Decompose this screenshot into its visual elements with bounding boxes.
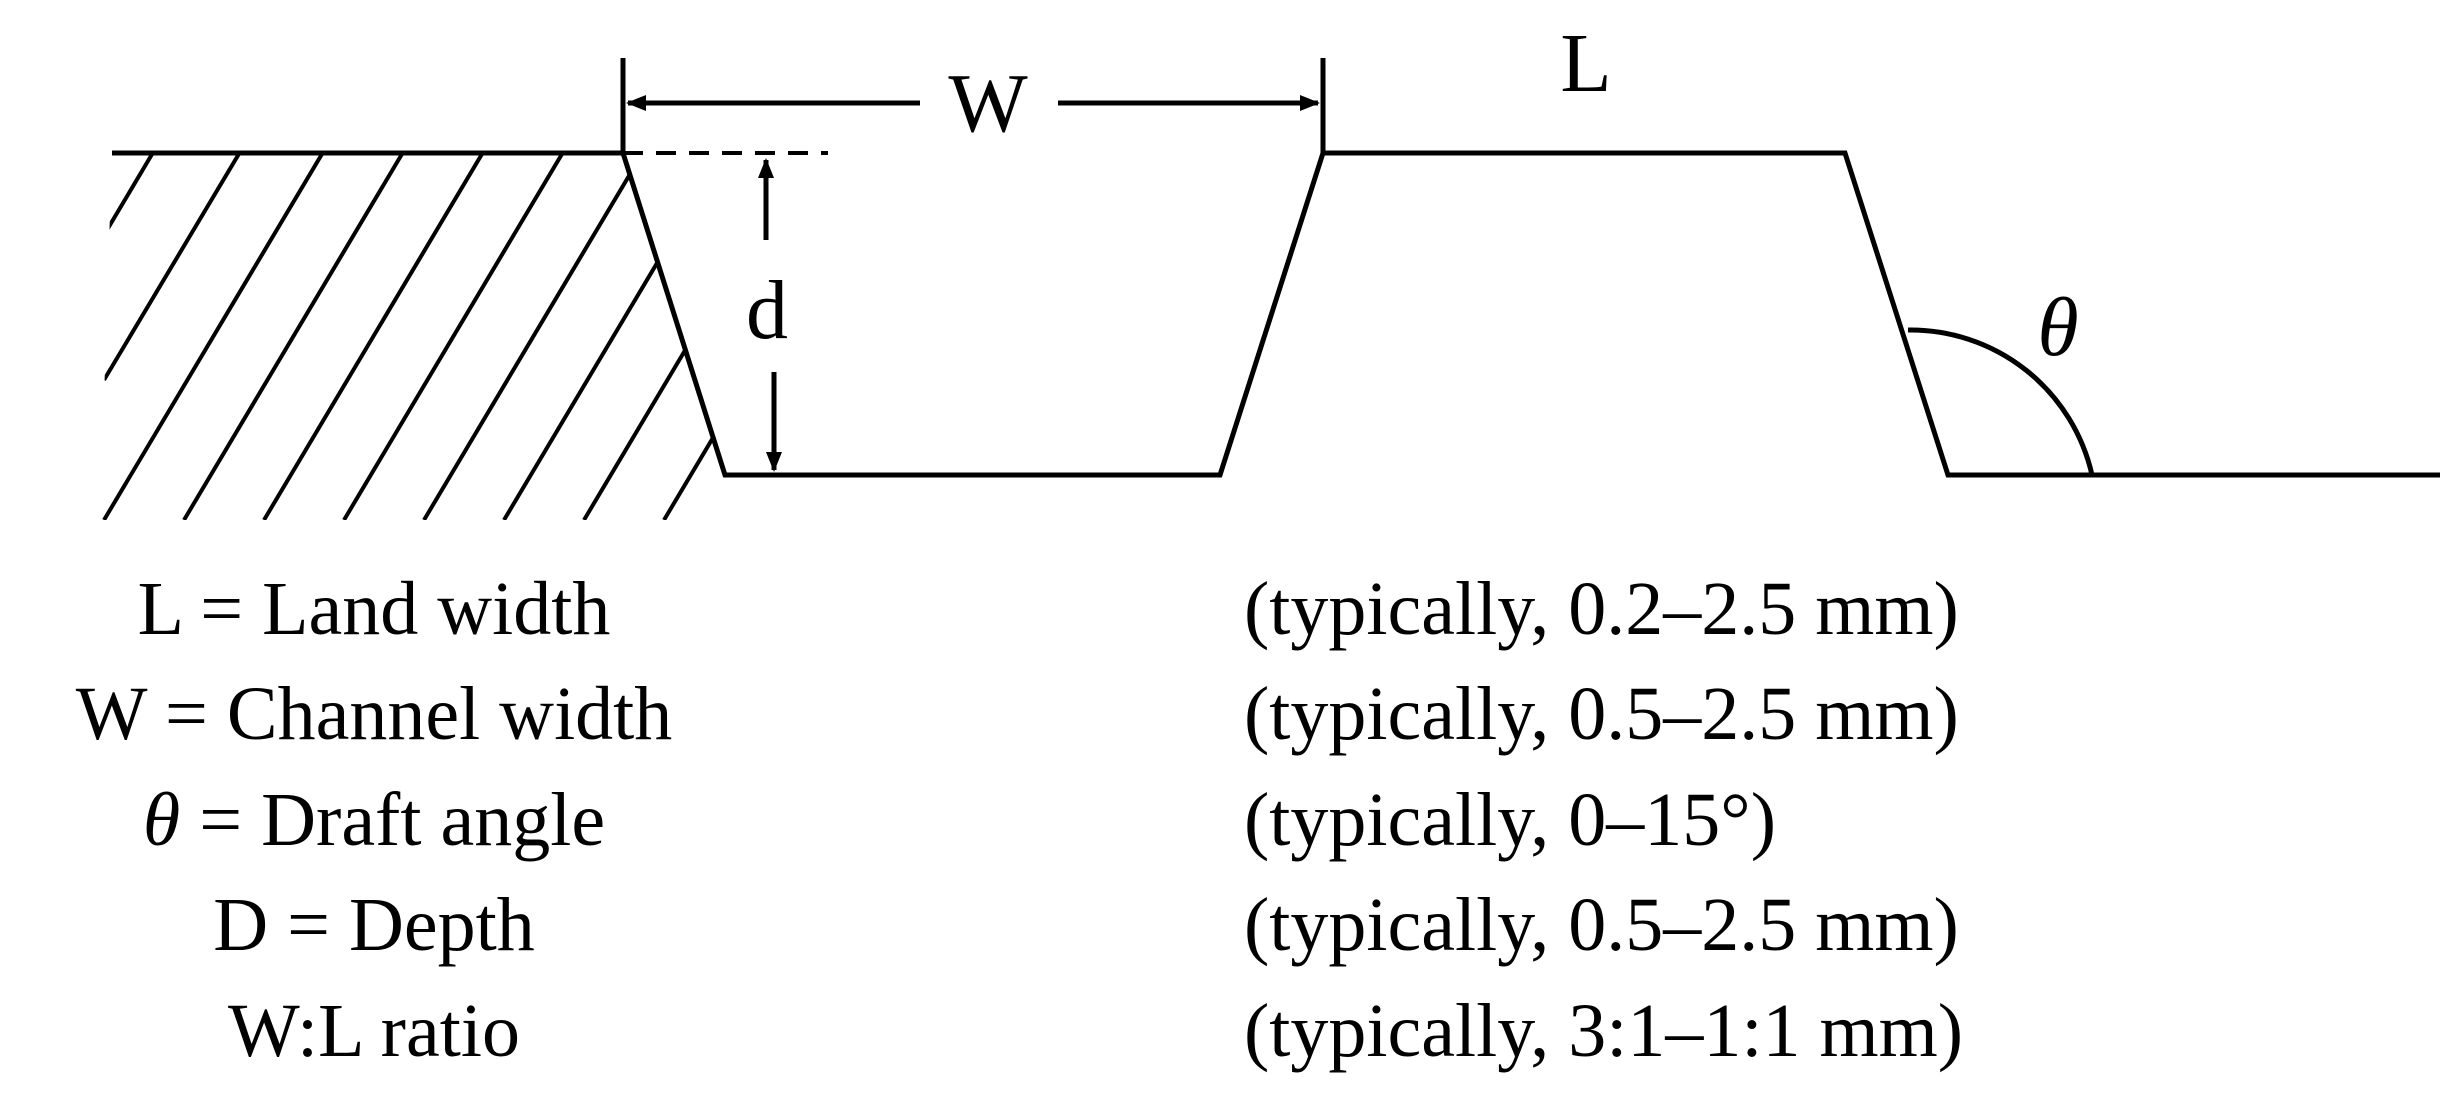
legend-range-draft-angle: (typically, 0–15°) <box>1244 778 1776 862</box>
channel-width-dimension <box>620 58 1326 153</box>
legend-range-land-width: (typically, 0.2–2.5 mm) <box>1244 567 1959 651</box>
legend-range-wl-ratio: (typically, 3:1–1:1 mm) <box>1244 989 1963 1073</box>
draft-angle-arc <box>1907 327 2095 476</box>
hatched-wall <box>102 153 725 520</box>
channel-profile-outline <box>112 150 2440 478</box>
legend-row-channel-width: W = Channel width <box>76 672 673 756</box>
legend-ranges: (typically, 0.2–2.5 mm) (typically, 0.5–… <box>1244 567 1963 1073</box>
legend-definitions: L = Land width W = Channel width θ = Dra… <box>76 567 673 1073</box>
theta-angle-label: θ <box>2037 281 2078 374</box>
legend-row-draft-angle: θ = Draft angle <box>143 778 605 862</box>
legend-range-channel-width: (typically, 0.5–2.5 mm) <box>1244 672 1959 756</box>
legend-range-depth: (typically, 0.5–2.5 mm) <box>1244 883 1959 967</box>
l-dimension-label: L <box>1560 17 1611 110</box>
d-dimension-label: d <box>746 264 788 357</box>
legend-row-depth: D = Depth <box>213 883 534 967</box>
legend-row-wl-ratio: W:L ratio <box>228 989 520 1073</box>
w-dimension-label: W <box>948 57 1028 150</box>
legend-row-land-width: L = Land width <box>138 567 611 651</box>
depth-dimension <box>758 158 782 472</box>
